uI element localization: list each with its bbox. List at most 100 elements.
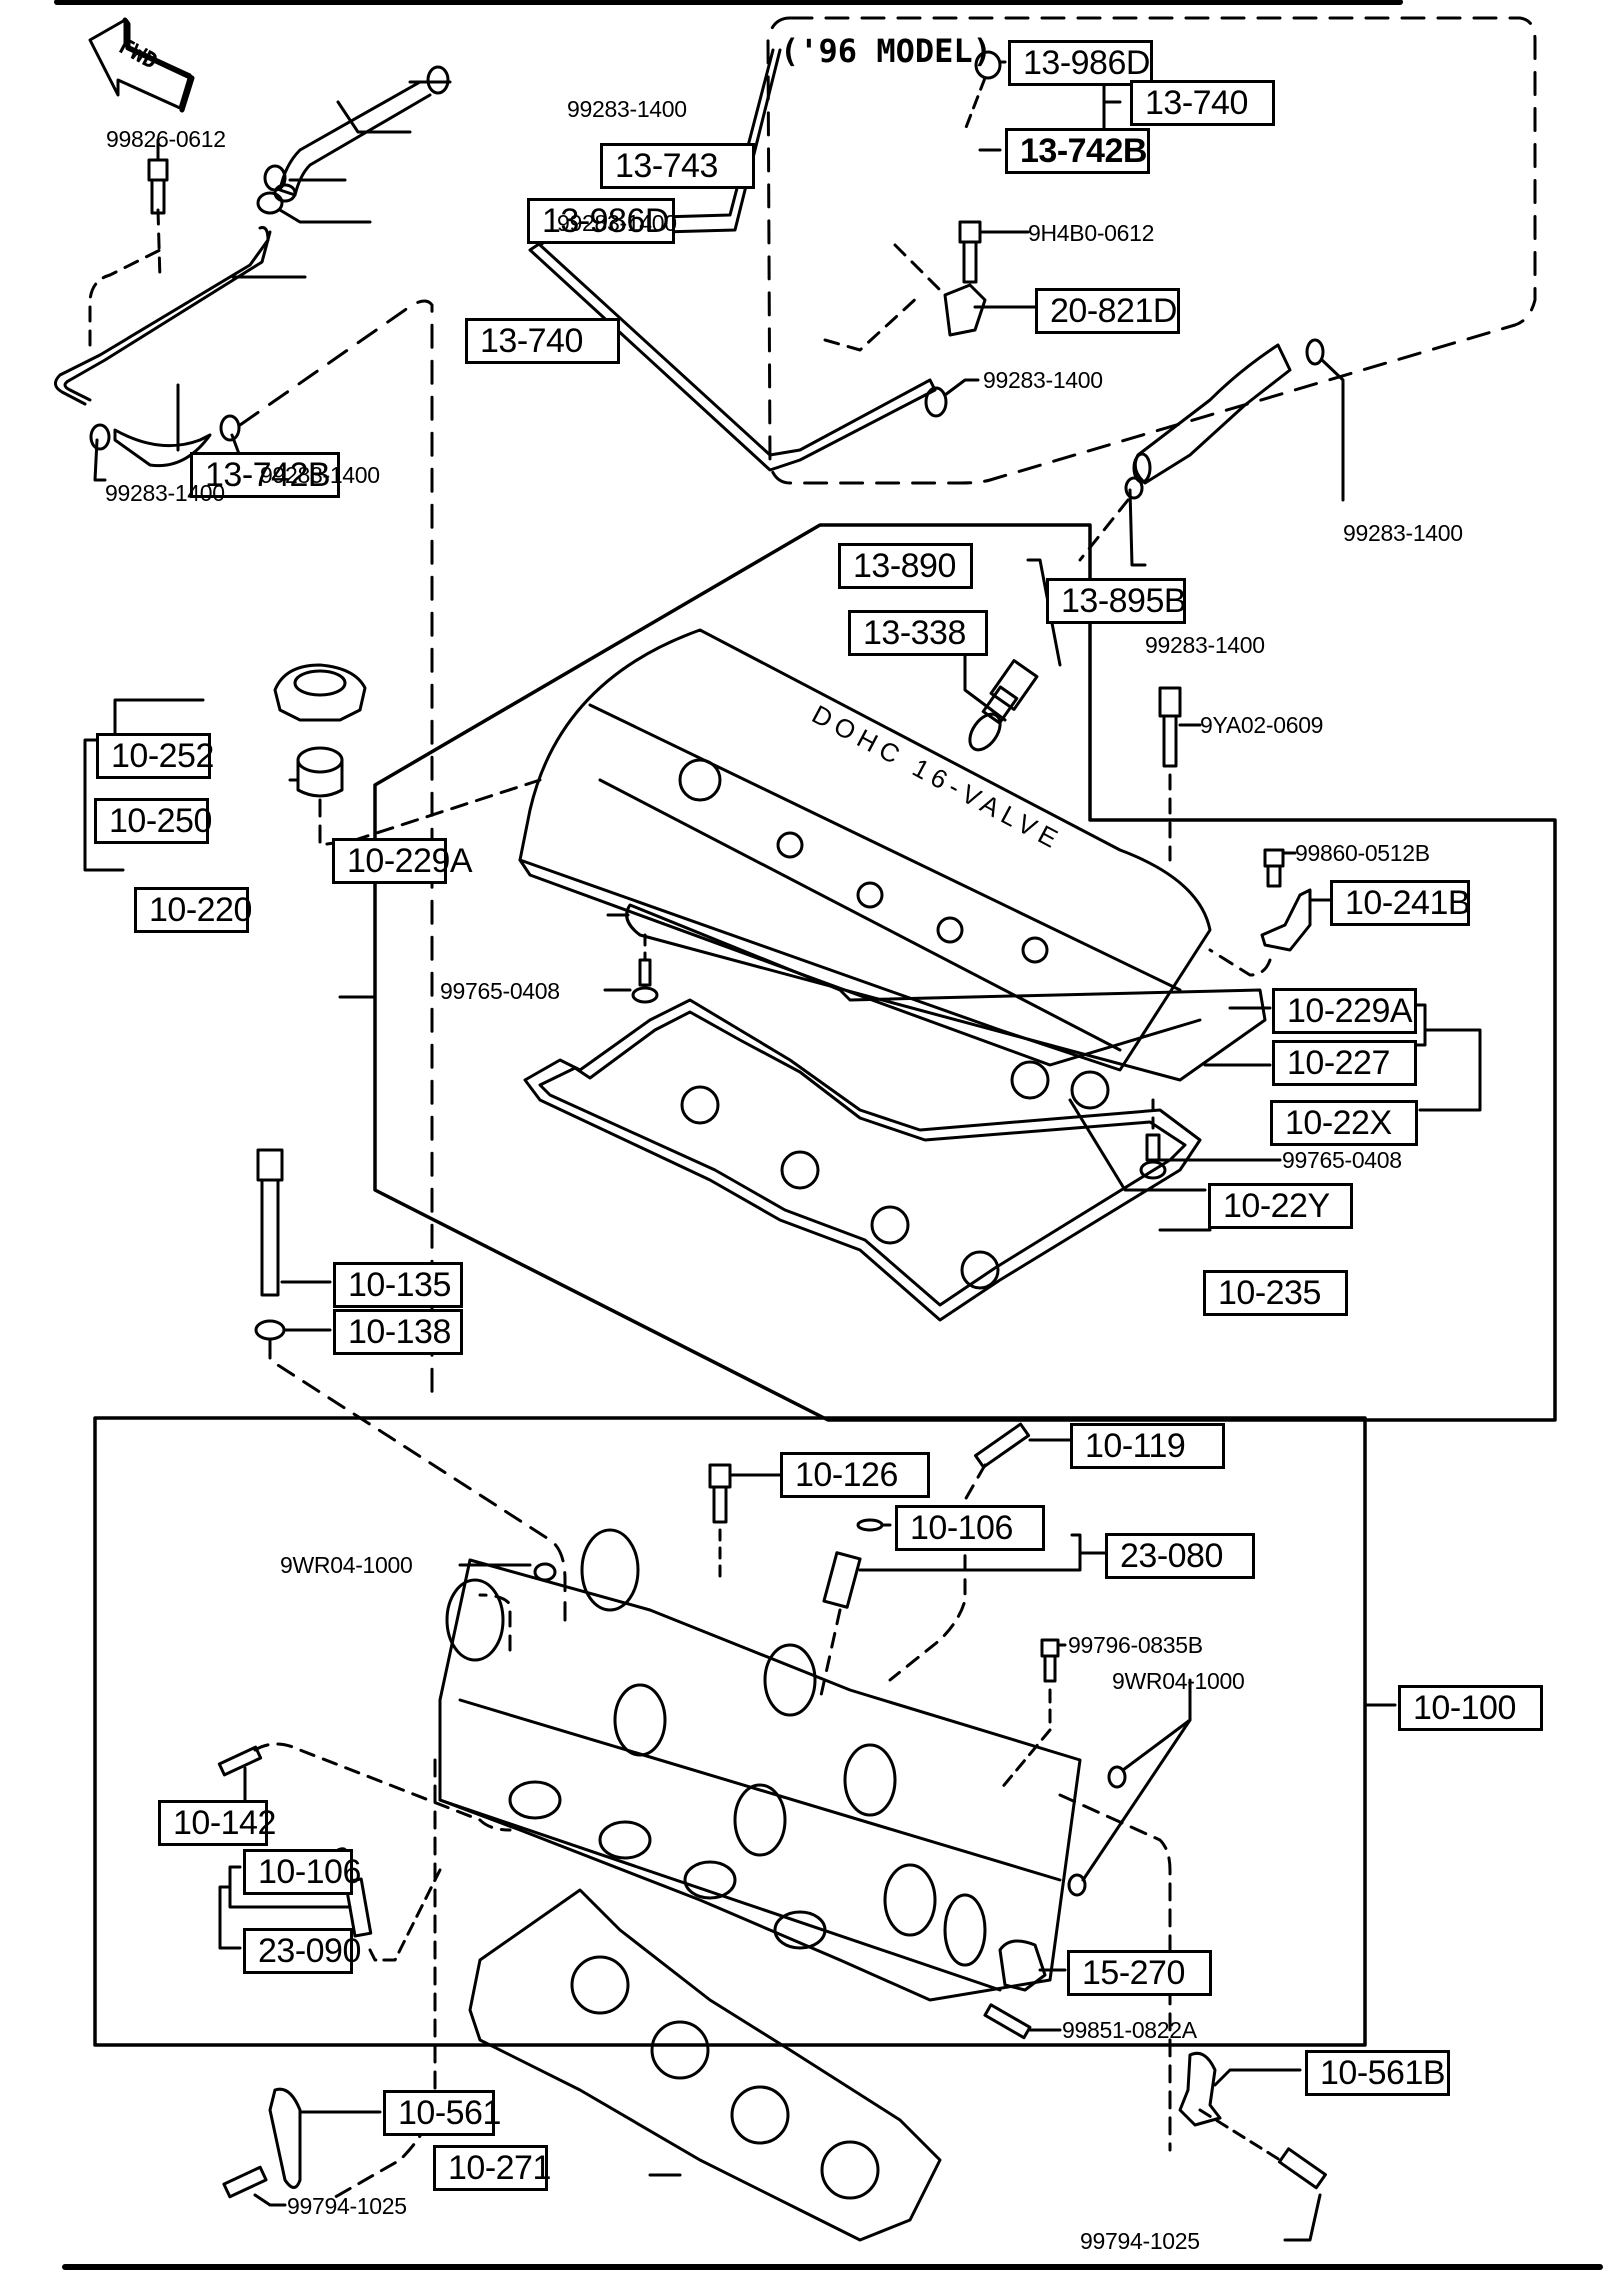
part-9h4b0-0612[interactable]: 9H4B0-0612 — [1028, 220, 1155, 246]
grommet-13-338 — [968, 712, 1002, 752]
callout-10-235[interactable]: 10-235 — [1203, 1270, 1348, 1316]
clamp-icon — [924, 386, 948, 418]
callout-10-241b[interactable]: 10-241B — [1330, 880, 1471, 926]
part-99283-1400[interactable]: 99283-1400 — [983, 367, 1103, 393]
callout-10-142[interactable]: 10-142 — [158, 1800, 276, 1846]
lifting-bracket-10-561b — [1178, 2051, 1222, 2127]
callout-10-227[interactable]: 10-227 — [1272, 1040, 1417, 1086]
callout-10-106-top[interactable]: 10-106 — [895, 1505, 1045, 1551]
callout-10-119[interactable]: 10-119 — [1070, 1423, 1225, 1469]
callout-10-252[interactable]: 10-252 — [96, 733, 214, 779]
part-99794-1025-right[interactable]: 99794-1025 — [1080, 2228, 1200, 2254]
part-99794-1025-left[interactable]: 99794-1025 — [287, 2193, 407, 2219]
callout-10-138[interactable]: 10-138 — [333, 1309, 463, 1355]
callout-10-271[interactable]: 10-271 — [433, 2145, 551, 2191]
callout-23-090[interactable]: 23-090 — [243, 1928, 361, 1974]
callout-96-13-986d[interactable]: 13-986D — [1008, 40, 1153, 86]
bolt-9ya02-0609 — [1158, 686, 1182, 768]
callout-23-080[interactable]: 23-080 — [1105, 1533, 1255, 1579]
valve-guide-23-080 — [822, 1551, 862, 1609]
callout-10-135[interactable]: 10-135 — [333, 1262, 463, 1308]
callout-10-229a-left[interactable]: 10-229A — [332, 838, 473, 884]
fwd-arrow-icon — [88, 17, 195, 113]
callout-10-22y[interactable]: 10-22Y — [1208, 1183, 1353, 1229]
bolt-99796-0835b — [1040, 1638, 1060, 1683]
part-9wr04-1000-right[interactable]: 9WR04-1000 — [1112, 1668, 1245, 1694]
callout-96-13-742b[interactable]: 13-742B — [1005, 128, 1150, 174]
part-99796-0835b[interactable]: 99796-0835B — [1068, 1632, 1203, 1658]
head-assembly-frame — [93, 1416, 1367, 2047]
part-99283-1400[interactable]: 99283-1400 — [1343, 520, 1463, 546]
plug-9wr04-1000-left — [533, 1562, 557, 1582]
bolt-99765-0408-left — [631, 958, 659, 1004]
cylinder-head-cover — [518, 628, 1212, 1072]
callout-10-100[interactable]: 10-100 — [1398, 1685, 1543, 1731]
callout-96-13-740[interactable]: 13-740 — [1130, 80, 1275, 126]
part-99851-0822a[interactable]: 99851-0822A — [1062, 2017, 1197, 2043]
clamp-icon — [1124, 476, 1144, 500]
callout-10-229a-right[interactable]: 10-229A — [1272, 988, 1417, 1034]
part-9wr04-1000-left[interactable]: 9WR04-1000 — [280, 1552, 413, 1578]
callout-10-561[interactable]: 10-561 — [383, 2090, 501, 2136]
part-99860-0512b[interactable]: 99860-0512B — [1295, 840, 1430, 866]
part-9ya02-0609[interactable]: 9YA02-0609 — [1200, 712, 1324, 738]
part-99283-1400[interactable]: 99283-1400 — [1145, 632, 1265, 658]
bolt-99860-0512b — [1263, 848, 1285, 888]
bolt-9h4b0-0612 — [958, 220, 982, 284]
callout-10-561b[interactable]: 10-561B — [1305, 2050, 1450, 2096]
model-96-region — [766, 16, 1537, 485]
clamp-icon — [219, 414, 241, 442]
clamp-99283 — [256, 191, 284, 215]
pcv-valve-13-890 — [981, 659, 1039, 725]
bolt-99794-1025-right — [1277, 2147, 1327, 2190]
callout-13-890[interactable]: 13-890 — [838, 543, 973, 589]
clamp-icon — [89, 423, 111, 451]
callout-96-20-821d[interactable]: 20-821D — [1035, 288, 1180, 334]
part-99283-1400[interactable]: 99283-1400 — [105, 480, 225, 506]
callout-10-250[interactable]: 10-250 — [94, 798, 212, 844]
callout-13-895b[interactable]: 13-895B — [1046, 578, 1187, 624]
plug-9wr04-1000-right — [1067, 1765, 1127, 1897]
bolt-99794-1025-left — [222, 2165, 268, 2199]
clip-20-821d — [943, 283, 987, 337]
pcv-pipe-13-740 — [54, 226, 272, 406]
head-bolt-10-135 — [256, 1148, 284, 1297]
part-99283-1400[interactable]: 99283-1400 — [557, 210, 677, 236]
grommet-96-13-986d — [974, 50, 1002, 80]
part-99283-1400[interactable]: 99283-1400 — [260, 462, 380, 488]
callout-10-220[interactable]: 10-220 — [134, 887, 252, 933]
callout-13-742b[interactable]: 13-742B — [190, 452, 340, 498]
valve-guide-23-090 — [343, 1877, 373, 1938]
valve-cover-gasket-10-235 — [523, 998, 1202, 1322]
clamp-icon — [1305, 338, 1325, 366]
plug-15-270 — [998, 1939, 1047, 1992]
lifting-bracket-10-561 — [268, 2087, 302, 2189]
bracket-10-241b — [1260, 888, 1312, 952]
part-99765-0408-left[interactable]: 99765-0408 — [440, 978, 560, 1004]
part-99765-0408-right[interactable]: 99765-0408 — [1282, 1147, 1402, 1173]
cover-embossed-text: DOHC 16-VALVE — [807, 699, 1068, 857]
bolt-99826-0612 — [147, 158, 169, 215]
callout-15-270[interactable]: 15-270 — [1067, 1950, 1212, 1996]
washer-10-138 — [254, 1319, 286, 1341]
callout-10-106-bottom[interactable]: 10-106 — [243, 1849, 361, 1895]
stud-10-119 — [974, 1422, 1031, 1469]
callout-13-338[interactable]: 13-338 — [848, 610, 988, 656]
callout-10-126[interactable]: 10-126 — [780, 1452, 930, 1498]
callout-10-22x[interactable]: 10-22X — [1270, 1100, 1418, 1146]
bolt-99765-0408-right — [1139, 1133, 1167, 1180]
part-99283-1400[interactable]: 99283-1400 — [567, 96, 687, 122]
callout-13-743[interactable]: 13-743 — [600, 143, 755, 189]
hose-13-742b-left — [113, 428, 212, 468]
callout-13-740[interactable]: 13-740 — [465, 318, 620, 364]
part-99826-0612[interactable]: 99826-0612 — [106, 126, 226, 152]
head-gasket-10-271 — [468, 1888, 942, 2242]
model-96-note: ('96 MODEL) — [780, 32, 992, 70]
gasket-10-229a — [625, 903, 1267, 1082]
callout-13-986d[interactable]: 13-986D — [527, 198, 675, 244]
cover-assembly-frame — [373, 523, 1557, 1422]
cap-seal — [296, 746, 344, 798]
cylinder-head — [438, 1528, 1082, 2002]
hose-13-895b — [1124, 338, 1325, 500]
